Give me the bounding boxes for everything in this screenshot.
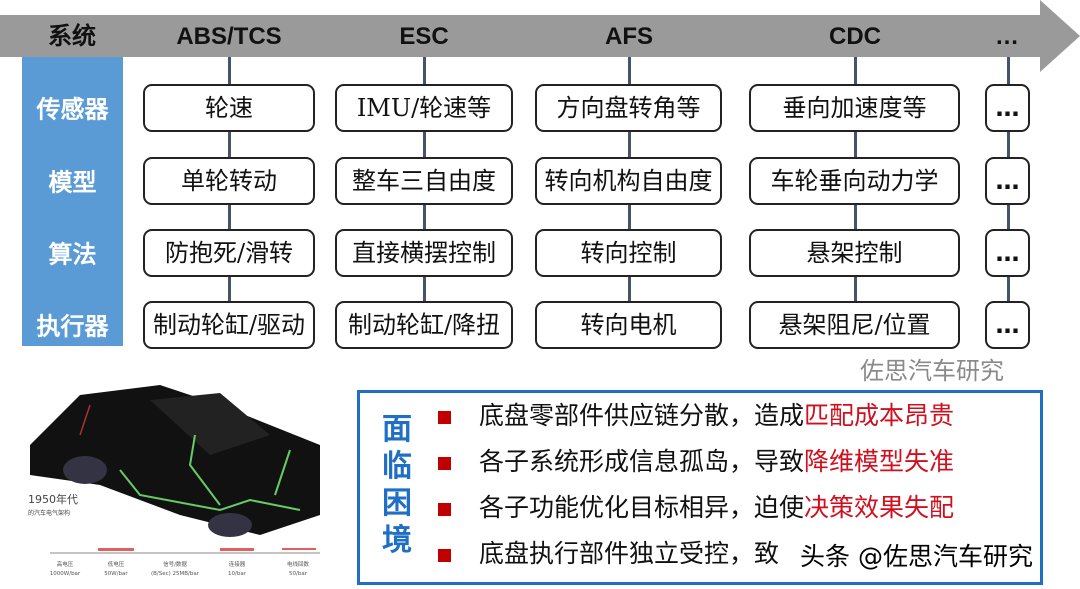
challenge-item: 各子系统形成信息孤岛，导致降维模型失准 [438,447,954,477]
watermark: 头条 @佐思汽车研究 [800,542,1033,571]
bullet-icon [438,549,451,562]
grid-cell: 制动轮缸/驱动 [143,301,315,349]
grid-cell: 防抱死/滑转 [143,229,315,277]
challenges-title: 面临困境 [382,412,412,558]
grid-cell: 单轮转动 [143,157,315,205]
grid-cell: … [985,157,1030,205]
challenge-text: 底盘零部件供应链分散，造成 [479,401,805,430]
header-label: 系统 [48,23,96,50]
bullet-icon [438,457,451,470]
grid-cell: 转向电机 [535,301,722,349]
arrowhead [1040,0,1080,72]
system-abs-tcs: ABS/TCS [176,23,282,50]
grid-cell: 整车三自由度 [335,157,513,205]
legend-value: 50/bar [289,571,308,577]
grid-cell: 车轮垂向动力学 [749,157,960,205]
system-esc: ESC [399,23,449,50]
grid-cell: 制动轮缸/降扭 [335,301,513,349]
layer-sidebar [22,57,123,346]
challenge-item: 底盘执行部件独立受控，致 [438,539,779,569]
bullet-icon [438,503,451,516]
grid-cell: 直接横摆控制 [335,229,513,277]
challenge-item: 底盘零部件供应链分散，造成匹配成本昂贵 [438,401,954,431]
grid-cell: IMU/轮速等 [335,84,513,132]
grid-cell: 悬架控制 [749,229,960,277]
grid-cell: … [985,301,1030,349]
challenge-text: 各子功能优化目标相异，迫使 [479,493,805,522]
system-arrow-band [0,15,1042,57]
watermark: 佐思汽车研究 [860,357,1004,385]
grid-cell: 转向控制 [535,229,722,277]
challenge-item: 各子功能优化目标相异，迫使决策效果失配 [438,493,954,523]
layer-algorithm: 算法 [48,240,97,269]
legend-value: 10/bar [228,571,247,577]
challenge-highlight: 降维模型失准 [804,447,955,476]
challenge-highlight: 匹配成本昂贵 [804,401,955,430]
car-caption-title: 1950年代 [28,492,78,506]
legend-label: 连接器 [229,560,246,568]
grid-cell: 方向盘转角等 [535,84,722,132]
grid-cell: 悬架阻尼/位置 [749,301,960,349]
car-caption-sub: 的汽车电气架构 [28,509,70,517]
legend-value: 1000W/bar [50,571,81,577]
legend-label: 电线回数 [287,560,310,568]
legend-label: 高电压 [57,560,74,568]
layer-model: 模型 [48,168,97,197]
system-cdc: CDC [829,23,881,50]
legend-value: (B/Sec) 25MB/bar [151,571,200,577]
legend-value: 50W/bar [104,571,128,577]
challenge-text: 底盘执行部件独立受控，致 [479,539,780,568]
legend-label: 低电压 [108,560,125,568]
car-electrical-architecture-image: 1950年代 的汽车电气架构 高电压 1000W/bar 低电压 50W/bar 信… [28,385,320,577]
system-more: … [995,23,1019,50]
layer-actuator: 执行器 [36,312,109,341]
grid-cell: 垂向加速度等 [749,84,960,132]
bullet-icon [438,411,451,424]
grid-cell: 转向机构自由度 [535,157,722,205]
grid-cell: 轮速 [143,84,315,132]
challenge-text: 各子系统形成信息孤岛，导致 [479,447,805,476]
system-afs: AFS [605,23,653,50]
grid-cell: … [985,84,1030,132]
challenges-panel: 面临困境 底盘零部件供应链分散，造成匹配成本昂贵各子系统形成信息孤岛，导致降维模… [357,390,1043,585]
challenge-highlight: 决策效果失配 [804,493,955,522]
layer-sensor: 传感器 [36,95,109,124]
legend-label: 信号/数据 [163,560,187,568]
grid-cell: … [985,229,1030,277]
